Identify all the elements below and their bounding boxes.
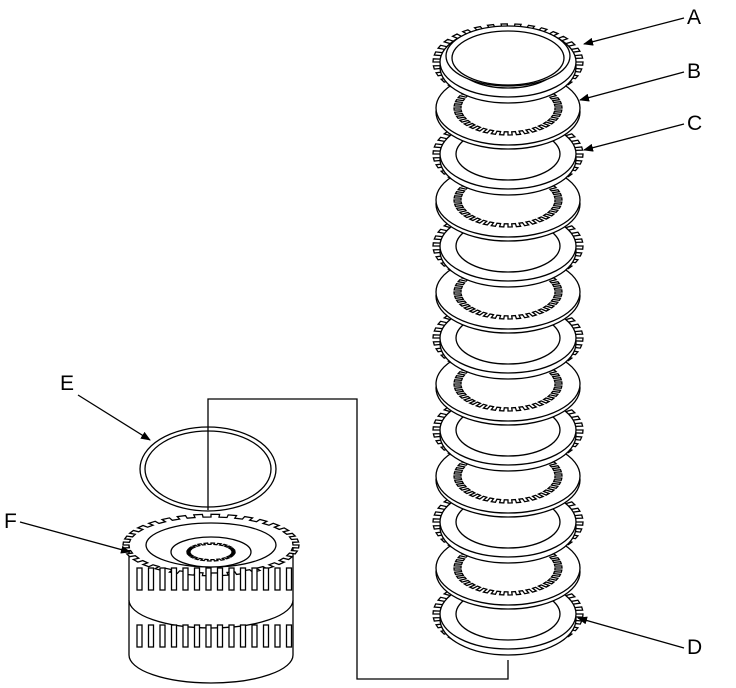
clutch-plate-stack	[432, 23, 584, 656]
drum-slot	[182, 624, 189, 648]
drum-slot	[262, 624, 270, 648]
clutch-drum	[122, 513, 300, 684]
drum-slot	[159, 567, 166, 591]
leader-lines	[19, 17, 685, 680]
snap-ring-inner	[144, 430, 272, 508]
drum-slot	[170, 567, 178, 591]
drum-slot	[285, 624, 293, 648]
drum-slot	[147, 624, 155, 648]
drum-slot	[159, 624, 166, 648]
drum-slot	[147, 567, 155, 591]
callout-label-b: B	[687, 60, 702, 83]
leader-d	[577, 616, 685, 649]
callout-label-a: A	[687, 6, 702, 29]
drum-slot	[262, 567, 270, 591]
top-plate-bore	[451, 30, 565, 86]
drum-slot	[274, 567, 281, 591]
drum-slot	[170, 624, 178, 648]
drum-slot	[193, 567, 201, 591]
drum-slot	[182, 567, 189, 591]
leader-b	[579, 71, 685, 102]
drum-slot	[274, 624, 281, 648]
drum-slot	[216, 567, 224, 591]
drum-slot	[216, 624, 224, 648]
callout-label-f: F	[4, 510, 17, 533]
drum-slot	[228, 624, 235, 648]
leader-a	[583, 17, 685, 46]
drum-slot	[205, 624, 212, 648]
drum-slot	[205, 567, 212, 591]
snap-ring-e	[139, 426, 277, 512]
drum-slot	[239, 567, 247, 591]
leader-c	[583, 123, 685, 152]
callout-label-e: E	[60, 372, 75, 395]
drum-slot	[251, 567, 258, 591]
drum-hub-splines	[186, 542, 236, 562]
drum-slot	[136, 567, 143, 591]
callout-label-d: D	[687, 636, 703, 659]
callout-label-c: C	[687, 112, 703, 135]
drum-slot	[193, 624, 201, 648]
drum-slot	[251, 624, 258, 648]
drum-slot	[285, 567, 293, 591]
assembly-bracket	[207, 398, 509, 680]
drum-slot	[228, 567, 235, 591]
drum-slot	[239, 624, 247, 648]
snap-ring-outer	[139, 426, 277, 512]
leader-e	[77, 394, 151, 441]
drum-slot	[136, 624, 143, 648]
leader-f	[19, 521, 131, 554]
